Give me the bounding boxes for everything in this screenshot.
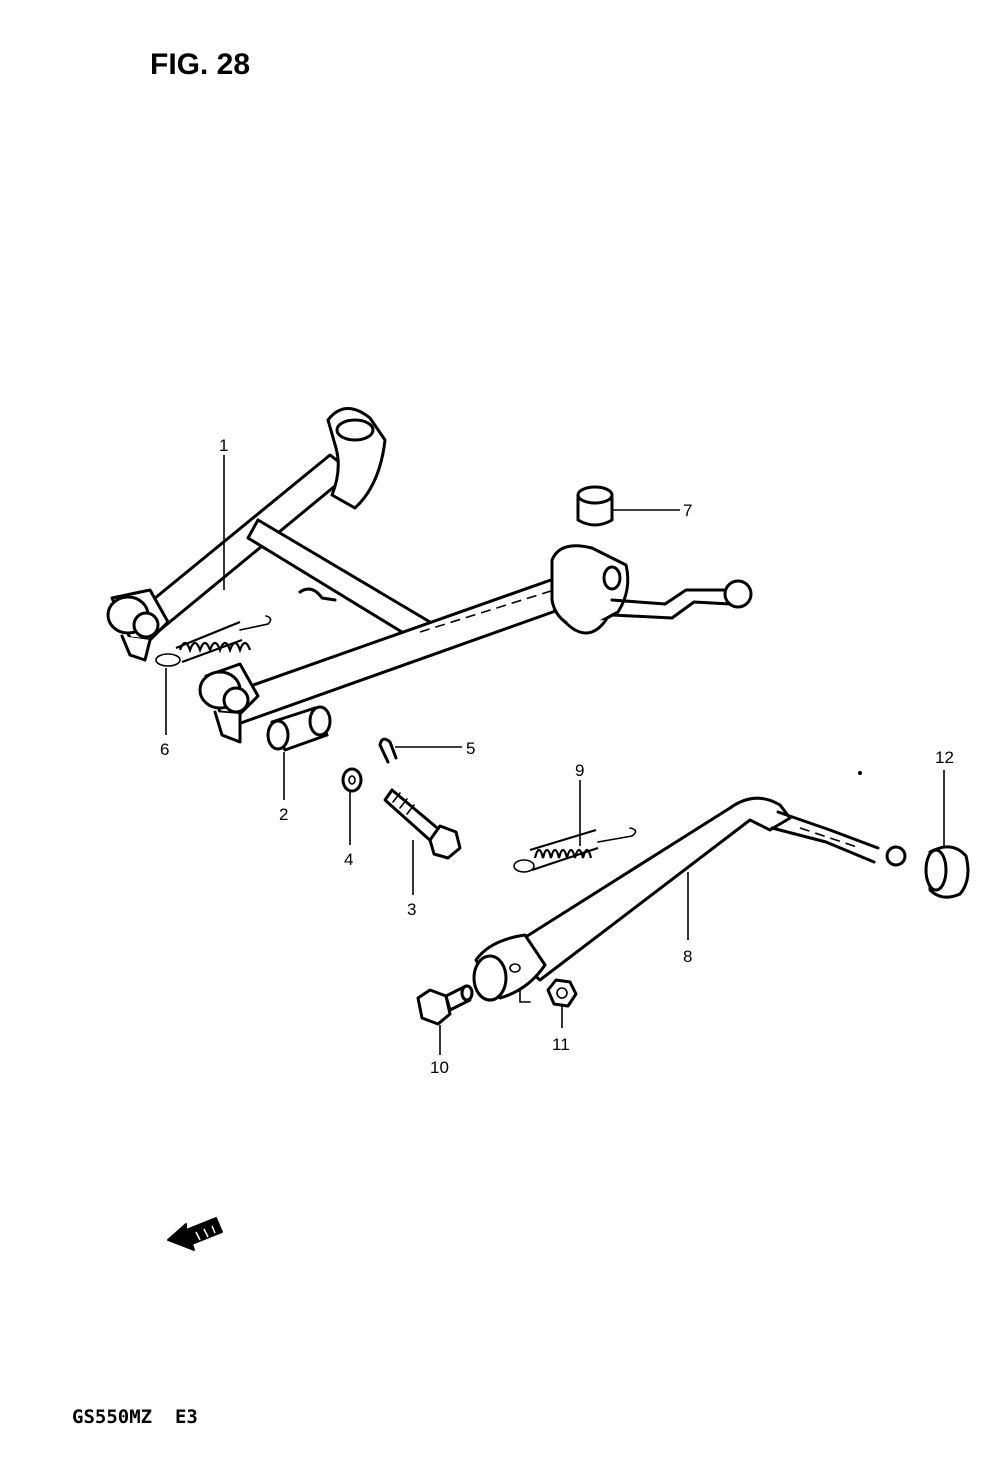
pivot-nut	[546, 978, 578, 1008]
leader-lines	[165, 455, 945, 1055]
callout-12: 12	[935, 748, 954, 767]
pivot-bolt	[416, 984, 474, 1026]
return-spring	[513, 827, 637, 873]
spacer-collar	[266, 705, 332, 752]
stray-dot	[858, 771, 862, 775]
callout-4: 4	[344, 850, 353, 869]
callout-8: 8	[683, 947, 692, 966]
callout-9: 9	[575, 761, 584, 780]
callout-3: 3	[407, 900, 416, 919]
side-stand-rubber	[924, 845, 970, 899]
callout-5: 5	[466, 739, 475, 758]
model-code: GS550MZ E3	[72, 1406, 198, 1428]
callout-2: 2	[279, 805, 288, 824]
center-stand-frame	[106, 407, 753, 744]
callout-11: 11	[552, 1035, 570, 1054]
stand-spring-and-ring	[155, 615, 272, 667]
front-direction-arrow-icon	[167, 1217, 223, 1251]
figure-title: FIG. 28	[150, 48, 250, 81]
stand-bolt	[383, 788, 462, 860]
rubber-stopper	[576, 485, 614, 527]
callout-6: 6	[160, 740, 169, 759]
callout-numbers: 1 2 3 4 5 6 7 8 9 10 11 12	[160, 436, 954, 1077]
side-stand	[472, 796, 907, 1003]
callout-7: 7	[683, 501, 692, 520]
cotter-pin	[378, 737, 398, 764]
washer	[341, 767, 363, 793]
callout-10: 10	[430, 1058, 449, 1077]
callout-1: 1	[219, 436, 228, 455]
